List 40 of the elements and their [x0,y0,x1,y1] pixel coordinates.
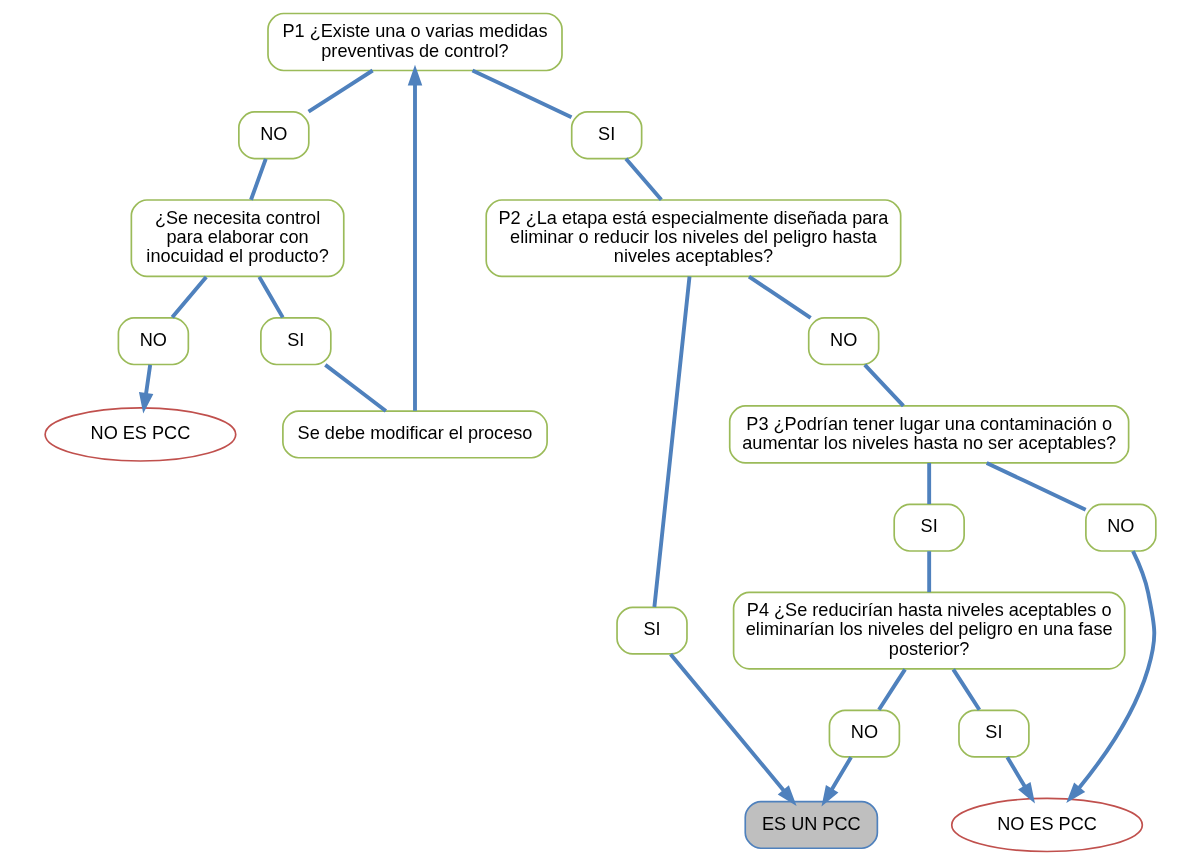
arrow [1065,550,1156,804]
node-ellipse: NO ES PCC [43,407,237,462]
node-box: Se debe modificar el proceso [281,410,548,459]
node-box: ES UN PCC [743,800,878,850]
node-box: NO [828,709,900,758]
connector [248,158,268,201]
connector [170,275,208,319]
node-box: NO [1084,503,1157,552]
arrow [407,64,422,411]
connector [862,363,905,408]
connector [926,551,931,593]
node-box: SI [892,503,965,552]
connector [323,363,387,413]
node-box: P2 ¿La etapa está especialmente diseñada para eliminar o reducir los niveles del peligro hasta niveles aceptables? [484,199,901,278]
node-box: ¿Se necesita control para elaborar con inocuidad el producto? [130,199,345,278]
node-box: SI [570,111,642,160]
node-box: P1 ¿Existe una o varias medidas preventivas de control? [266,12,563,72]
node-ellipse: NO ES PCC [950,797,1143,853]
connector [985,461,1086,512]
arrow [138,364,153,414]
node-box: P3 ¿Podrían tener lugar una contaminación o aumentar los niveles hasta no ser aceptables? [728,405,1129,464]
connector [623,157,663,201]
connector [951,668,981,711]
node-box: NO [807,317,879,366]
arrow [1005,756,1035,804]
node-box: SI [615,606,688,655]
node-box: NO [117,317,189,366]
connector [651,276,691,608]
connector [307,68,374,114]
node-box: NO [237,111,310,160]
connector [471,68,572,120]
node-box: SI [957,709,1030,758]
connector [876,668,907,711]
node-box: P4 ¿Se reducirían hasta niveles aceptables o eliminarían los niveles del peligro en una fase posterior? [732,591,1126,670]
connector [257,275,284,319]
node-box: SI [259,317,332,366]
arrow [668,653,797,806]
arrow [821,756,853,807]
connector [747,275,812,320]
connector [926,462,931,505]
